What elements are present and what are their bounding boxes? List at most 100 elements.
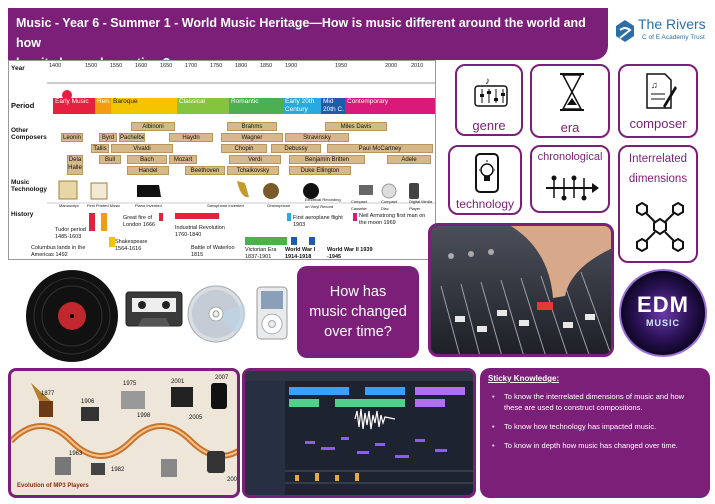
evolution-year: 2005 [189,415,203,421]
history-ww1: World War I 1914-1918 [285,247,316,260]
evolution-year: 2008 [227,477,240,483]
composer-duke-ellington: Duke Ellington [289,166,351,175]
digital-audio-workstation-screenshot [242,368,476,498]
history-marker [353,213,357,221]
row-label-history: History [11,211,34,218]
row-label-year: Year [11,65,25,72]
card-interrelated-dimensions[interactable]: Interrelated dimensions [618,145,698,263]
history-marker [159,213,163,221]
tech-cd: Compact Disc [381,199,398,211]
composer-debussy: Debussy [271,144,321,153]
history-ww2: World War II 1939 -1945 [327,247,373,260]
history-columbus: Columbus lands in the Americas 1492 [31,245,86,258]
digital-media-player-icon [409,183,419,199]
card-chronological-label: chronological [537,151,603,163]
header-title-line1: Music - Year 6 - Summer 1 - World Music … [16,16,586,50]
logo-subtitle: C of E Academy Trust [642,34,705,41]
composer-paul-mccartney: Paul McCartney [327,144,433,153]
year-label: 1850 [260,63,273,69]
sticky-knowledge-list: To know the interrelated dimensions of m… [488,391,702,451]
sticky-knowledge-title: Sticky Knowledge: [488,374,560,383]
evolution-year: 1998 [137,413,151,419]
card-technology[interactable]: technology [448,145,522,215]
composer-vivaldi: Vivaldi [111,144,173,153]
period-early-20th-century: Early 20th Century [283,98,321,114]
year-label: 1750 [210,63,223,69]
composer-handel: Handel [127,166,169,175]
year-axis [47,82,435,99]
tech-gramophone: Gramophone [267,203,291,208]
question-line2: music changed [309,304,407,320]
timeline-arrow-icon [546,175,599,201]
history-marker [245,237,287,245]
tech-cassette: Compact Cassette [351,199,368,211]
year-label: 1700 [185,63,198,69]
edm-label: EDM [637,292,689,317]
cassette-icon [359,185,373,195]
compact-disc-image [187,285,246,343]
card-genre-label: genre [472,118,506,133]
question-line1: How has [329,284,387,300]
svg-text:♪: ♪ [485,76,490,87]
year-label: 1600 [135,63,148,69]
period-baroque: Baroque [111,98,177,114]
card-genre[interactable]: ♪ genre [455,64,523,136]
row-label-other-composers: Other Composers [11,127,47,141]
technology-icons [47,180,435,204]
tech-saxophone: Saxophone Invented [207,203,244,208]
history-marker [175,213,219,219]
period-contemporary: Contemporary [345,98,435,114]
year-label: 2010 [411,63,424,69]
page-header: Music - Year 6 - Summer 1 - World Music … [8,8,608,70]
start-marker-icon [62,90,72,99]
vinyl-record-image [26,270,118,362]
card-chronological[interactable]: chronological [530,145,610,213]
card-era-label: era [560,120,580,135]
history-tudor: Tudor period 1485-1603 [55,227,86,240]
school-logo: The Rivers C of E Academy Trust [612,14,712,50]
evolution-year: 1906 [81,399,95,405]
year-label: 2000 [385,63,398,69]
history-marker [309,237,315,245]
manuscript-icon [58,180,78,200]
composer-chopin: Chopin [221,144,267,153]
mixing-desk-illustration [431,226,611,354]
composer-miles-davis: Miles Davis [325,122,387,131]
period-renaissance: Ren. [95,98,111,114]
history-marker [287,213,291,221]
tech-media-player: Digital Media Player [409,199,433,211]
question-line3: over time? [324,324,392,340]
composer-score-quill-icon: ♫ [646,73,677,109]
piano-icon [137,185,161,197]
card-technology-label: technology [455,197,515,211]
row-label-period: Period [11,101,35,110]
phone-lightbulb-icon [475,153,499,193]
sticky-knowledge-panel: Sticky Knowledge: To know the interrelat… [480,368,710,498]
list-item: To know the interrelated dimensions of m… [488,391,702,413]
music-history-timeline: Year Period Other Composers Music Techno… [8,60,436,260]
composer-benjamin-britten: Benjamin Britten [289,155,365,164]
history-shakespeare: Shakespeare 1564-1616 [115,239,148,252]
daw-illustration [245,371,473,495]
mixer-sliders-icon: ♪ [474,76,508,107]
hexagon-network-icon [636,201,684,253]
composer-albinoni: Albinoni [131,122,175,131]
year-label: 1950 [335,63,348,69]
year-label: 1800 [235,63,248,69]
hourglass-icon [560,73,584,111]
history-victorian-era: Victorian Era 1837-1901 [245,247,277,260]
history-marker [109,237,115,247]
tech-manuscript: Manuscript [59,203,79,208]
svg-text:♫: ♫ [651,80,658,90]
edm-music-badge: EDM MUSIC [617,268,709,358]
gramophone-icon [263,183,279,199]
evolution-year: 1982 [111,467,125,473]
card-composer-label: composer [629,116,687,131]
card-era[interactable]: era [530,64,610,138]
card-composer[interactable]: ♫ composer [618,64,698,138]
row-label-music-technology: Music Technology [11,179,47,193]
history-first-aeroplane: First aeroplane flight 1903 [293,215,343,228]
card-interrelated-label-1: Interrelated [628,153,688,165]
composer-brahms: Brahms [227,122,277,131]
year-label: 1900 [285,63,298,69]
